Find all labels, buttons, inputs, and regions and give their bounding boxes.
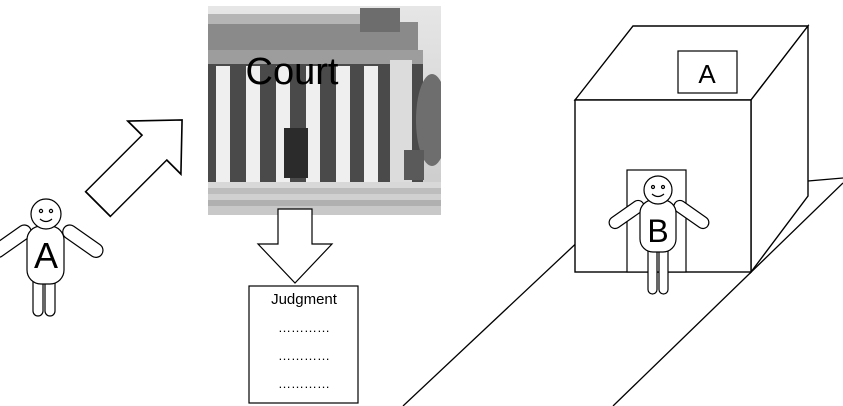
- house-sign: [677, 50, 738, 94]
- judgment-document-icon: [248, 285, 359, 404]
- house-sign-label: A: [698, 59, 716, 89]
- person-b-head-icon: [643, 175, 673, 205]
- person-b-right-arm-icon: [673, 199, 710, 230]
- person-a-label: A: [34, 235, 58, 276]
- person-b-left-arm-icon: [608, 199, 645, 230]
- arrow-to-judgment-icon: [256, 208, 334, 284]
- court-building-icon: [208, 6, 441, 215]
- judgment-line: …………: [278, 376, 330, 391]
- person-a-right-arm-icon: [62, 224, 104, 258]
- person-b-label: B: [647, 213, 668, 249]
- judgment-line: …………: [278, 320, 330, 335]
- person-a-figure: [0, 198, 104, 317]
- person-a-left-arm-icon: [0, 224, 32, 258]
- judgment-line: …………: [278, 348, 330, 363]
- person-b-figure: [608, 175, 710, 295]
- court-caption: Court: [246, 51, 339, 93]
- person-a-head-icon: [30, 198, 62, 230]
- judgment-title: Judgment: [271, 291, 338, 308]
- arrow-to-court-icon: [84, 119, 183, 218]
